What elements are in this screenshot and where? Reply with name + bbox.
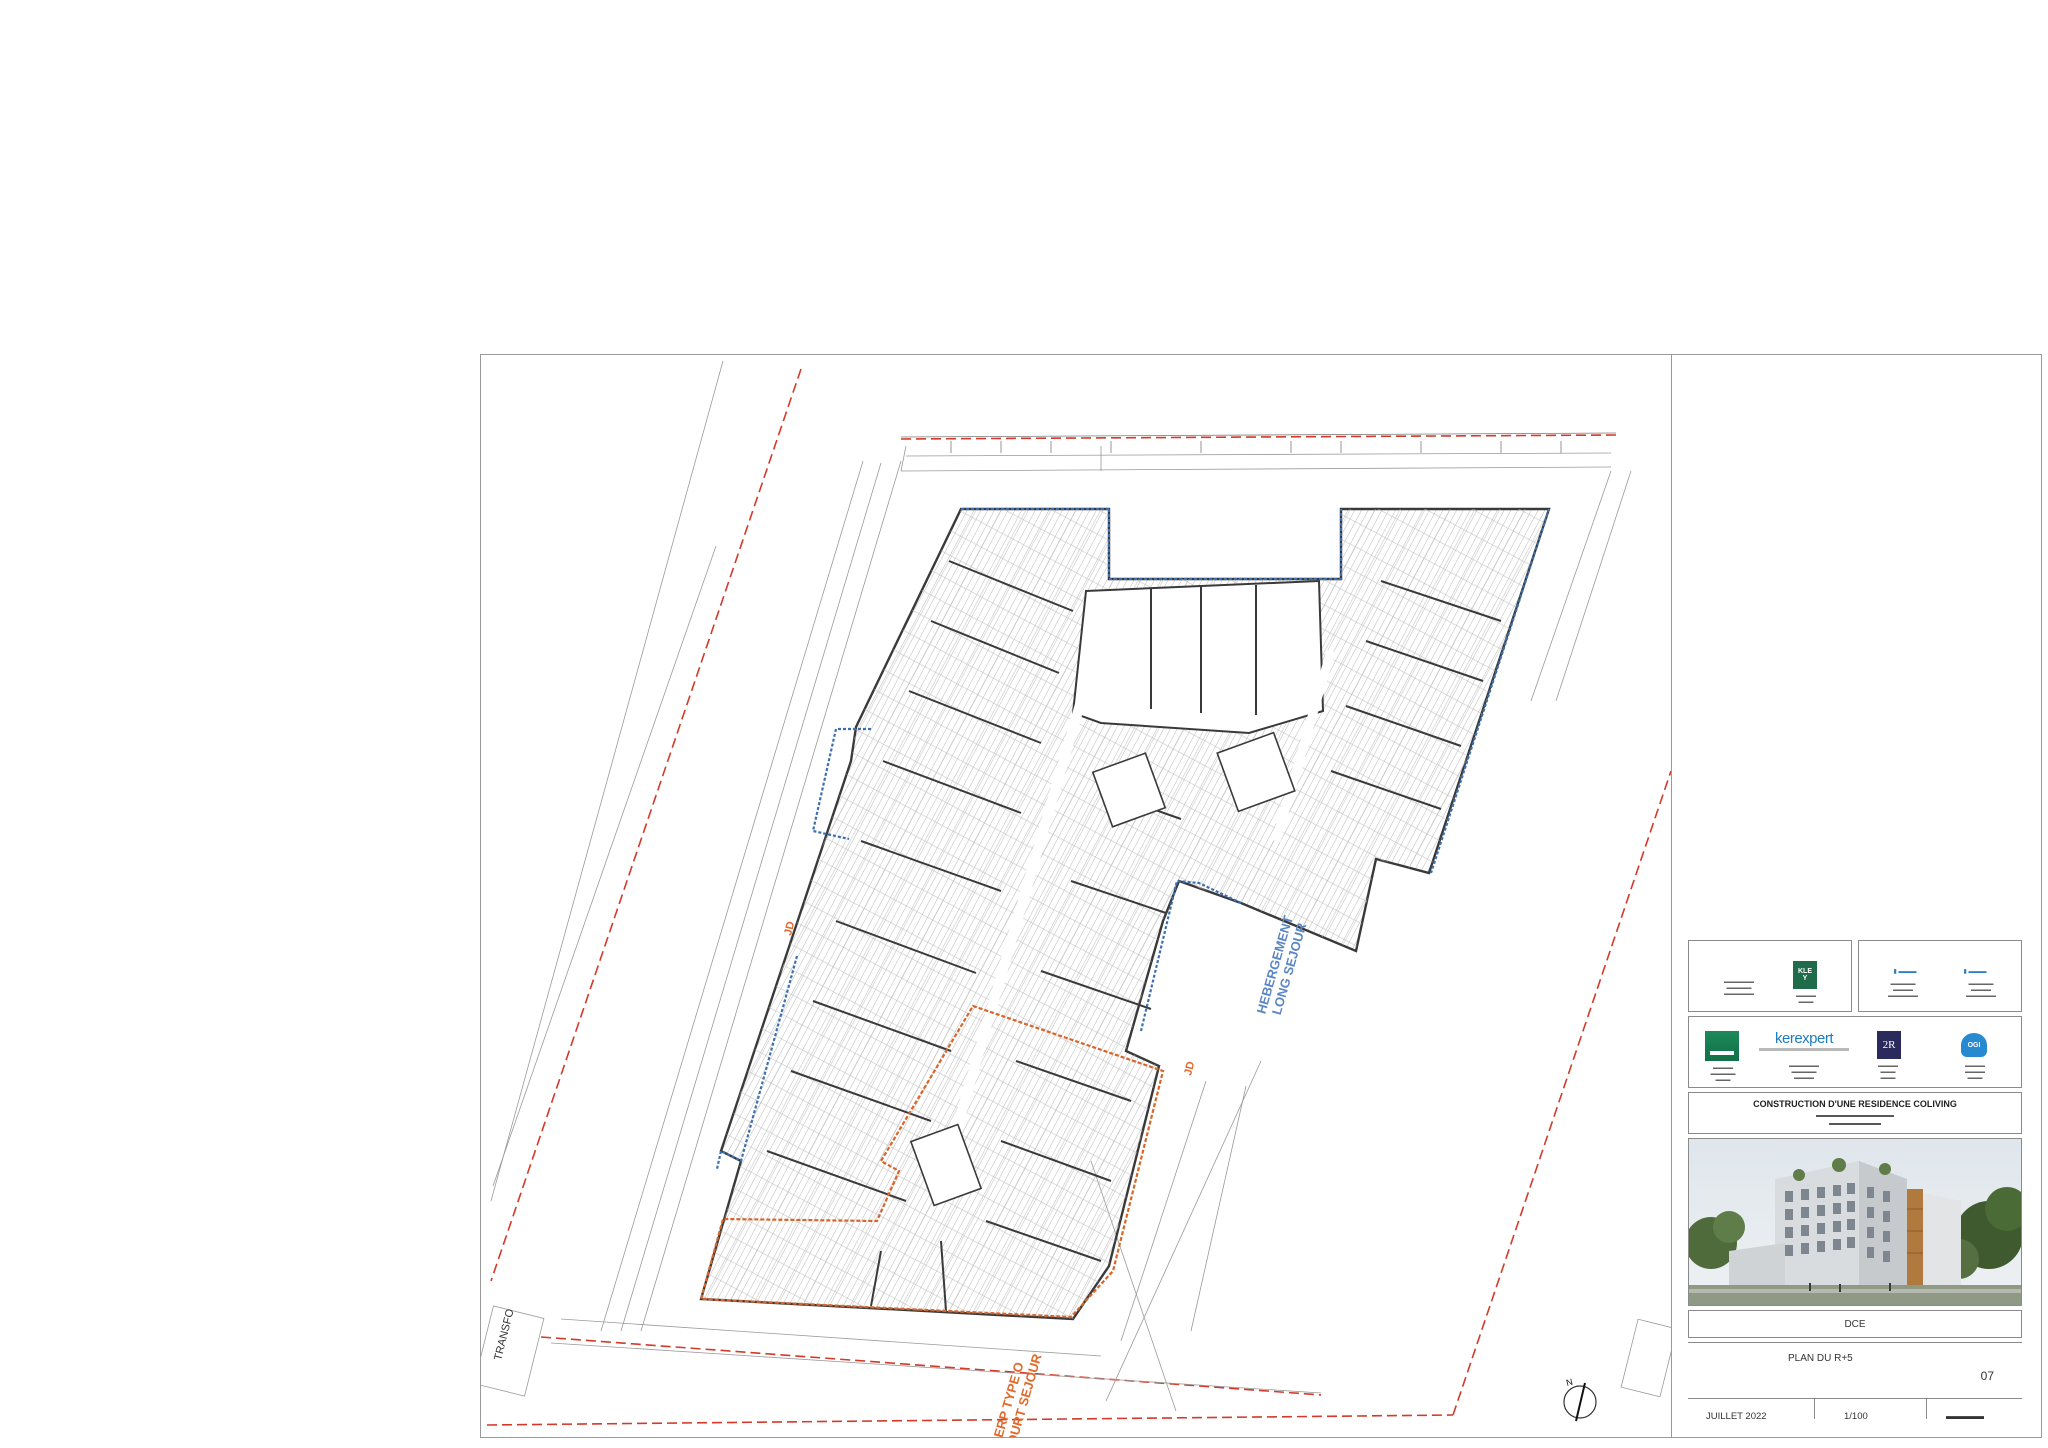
drawing-title: PLAN DU R+5: [1788, 1353, 1853, 1364]
kerexpert-logo: kerexpert: [1759, 1029, 1849, 1047]
dimension-lines: [900, 432, 1617, 453]
sheet-number: 07: [1980, 1369, 1994, 1383]
kley-logo-text: KLEY: [1798, 968, 1812, 982]
transfo-label: TRANSFO: [492, 1307, 516, 1361]
ogi-info: ▬▬▬▬▬▬▬▬▬▬▬: [1965, 1063, 1985, 1081]
drawing-sheet: TRANSFO HEBERGEMENT LONG SEJOUR ERP TYPE…: [480, 354, 2042, 1438]
info-divider-2: [1926, 1399, 1927, 1419]
project-city: ▬▬▬▬▬▬▬▬: [1829, 1120, 1881, 1127]
project-address: ▬▬▬▬▬▬▬▬▬▬▬▬: [1816, 1112, 1894, 1119]
title-block: ▬▬▬▬▬▬▬▬▬▬▬▬▬▬▬▬▬ KLEY ▬▬▬▬▬▬▬ ▮ ▬▬▬ ▮ ▬…: [1671, 355, 2041, 1437]
building-rendering-image: [1689, 1139, 2021, 1305]
project-rendering: [1688, 1138, 2022, 1306]
floor-plan: TRANSFO HEBERGEMENT LONG SEJOUR ERP TYPE…: [481, 360, 1671, 1437]
r2-info: ▬▬▬▬▬▬▬▬▬▬: [1878, 1063, 1898, 1081]
design-team-box: ▬▬▬▬▬▬▬▬▬▬▬▬ kerexpert ▬▬▬▬▬▬▬▬▬▬▬▬▬▬▬ 2…: [1688, 1016, 2022, 1088]
ogi-logo: OGI: [1961, 1033, 1987, 1057]
kley-info: ▬▬▬▬▬▬▬: [1796, 993, 1816, 1005]
client-info: ▬▬▬▬▬▬▬▬▬▬▬▬▬▬▬▬▬: [1724, 979, 1754, 997]
green-partner-info: ▬▬▬▬▬▬▬▬▬▬▬▬: [1710, 1065, 1736, 1083]
consultant-info-1: ▬▬▬▬▬▬▬▬▬▬▬▬▬▬▬: [1888, 981, 1918, 999]
green-partner-logo: [1705, 1031, 1739, 1061]
phase-value: DCE: [1844, 1319, 1866, 1330]
north-arrow-icon: N: [1563, 1377, 1597, 1422]
erp-zone-outline: [699, 1004, 1165, 1319]
scale-value: 1/100: [1844, 1411, 1868, 1422]
consultant-logo-2: ▮ ▬▬▬: [1963, 968, 1987, 975]
kley-logo: KLEY: [1793, 961, 1817, 989]
r2-logo-text: 2R: [1882, 1039, 1896, 1051]
client-box: ▬▬▬▬▬▬▬▬▬▬▬▬▬▬▬▬▬ KLEY ▬▬▬▬▬▬▬: [1688, 940, 1852, 1012]
consultants-box: ▮ ▬▬▬ ▮ ▬▬▬ ▬▬▬▬▬▬▬▬▬▬▬▬▬▬▬ ▬▬▬▬▬▬▬▬▬▬▬▬…: [1858, 940, 2022, 1012]
reference-value: ▬▬▬▬: [1946, 1411, 1984, 1422]
building-footprint: [699, 507, 1551, 1321]
consultant-logo-1: ▮ ▬▬▬: [1893, 968, 1917, 975]
jd-mark-left: JD: [782, 920, 797, 937]
r2-logo: 2R: [1877, 1031, 1901, 1059]
long-stay-outline: [715, 507, 1551, 1170]
date-value: JUILLET 2022: [1706, 1411, 1767, 1422]
phase-box: DCE: [1688, 1310, 2022, 1338]
kerexpert-logo-text: kerexpert: [1774, 1029, 1834, 1047]
kerexpert-tagline: [1759, 1048, 1849, 1051]
north-label: N: [1565, 1377, 1574, 1388]
project-title-box: CONSTRUCTION D'UNE RESIDENCE COLIVING ▬▬…: [1688, 1092, 2022, 1134]
project-title: CONSTRUCTION D'UNE RESIDENCE COLIVING: [1753, 1099, 1957, 1109]
long-stay-label: HEBERGEMENT LONG SEJOUR: [1254, 914, 1310, 1016]
property-boundary: [486, 368, 1671, 1426]
short-stay-label: ERP TYPE O COURT SEJOUR: [991, 1352, 1045, 1437]
jd-mark-right: JD: [1182, 1060, 1197, 1077]
info-row: JUILLET 2022 1/100 ▬▬▬▬: [1688, 1398, 2022, 1434]
site-lines: [481, 360, 1671, 1412]
drawing-title-row: PLAN DU R+5 07: [1688, 1342, 2022, 1398]
info-divider-1: [1814, 1399, 1815, 1419]
ogi-logo-text: OGI: [1967, 1041, 1981, 1049]
consultant-info-2: ▬▬▬▬▬▬▬▬▬▬▬▬▬▬▬: [1966, 981, 1996, 999]
kerexpert-info: ▬▬▬▬▬▬▬▬▬▬▬▬▬▬▬: [1789, 1063, 1819, 1081]
